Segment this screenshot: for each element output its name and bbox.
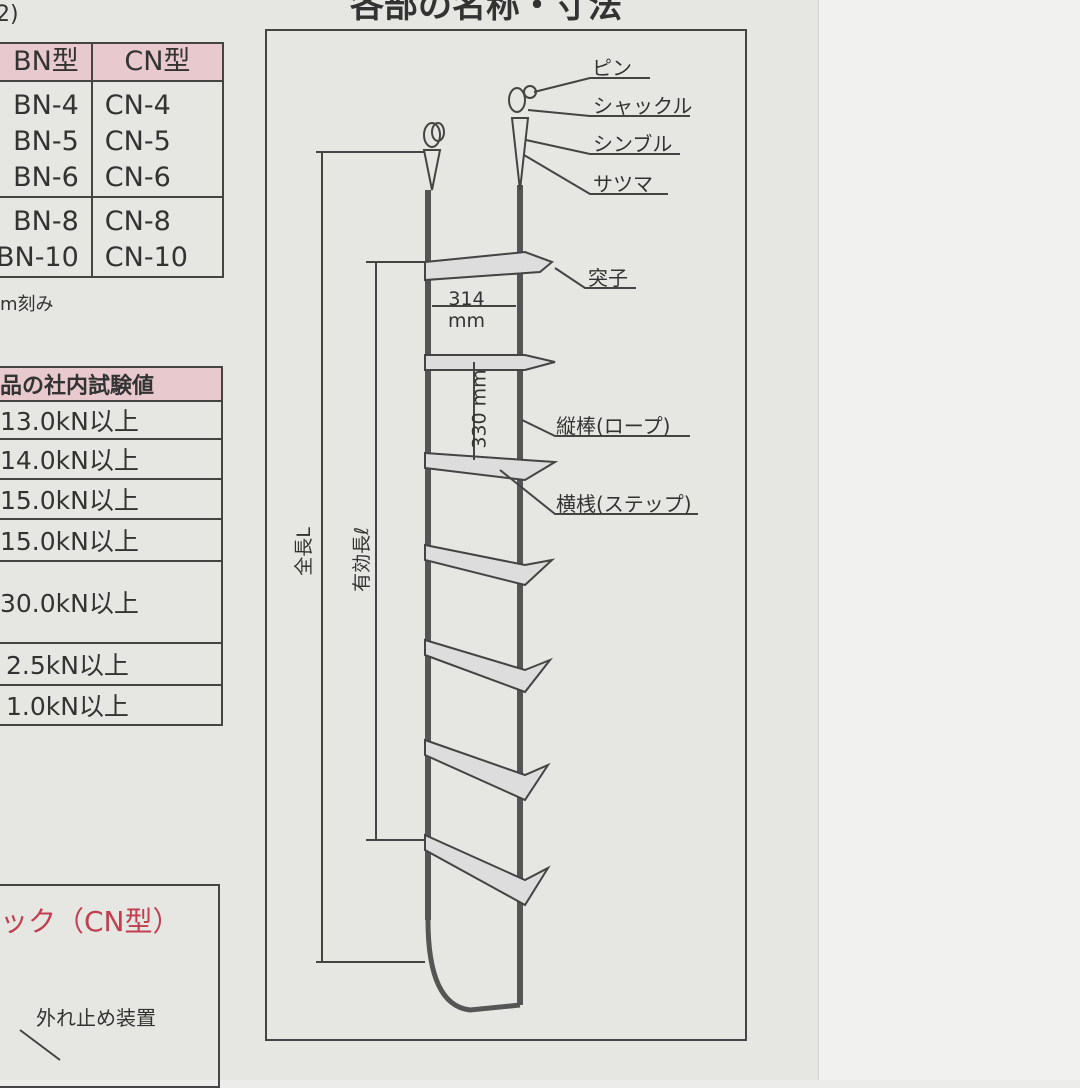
effective-length-label: 有効長ℓ xyxy=(350,527,373,592)
strength-value: 14.0kN以上 xyxy=(0,438,223,480)
model-note: m刻み xyxy=(0,294,54,315)
label-rope: 縦棒(ロープ) xyxy=(556,414,671,438)
section-title: 各部の名称・寸法 xyxy=(350,0,622,26)
latch-leader xyxy=(19,1029,61,1061)
label-step: 横桟(ステップ) xyxy=(556,492,692,516)
strength-value: 30.0kN以上 xyxy=(0,560,223,644)
strength-value: 2.5kN以上 xyxy=(0,642,223,686)
strength-table: 品の社内試験値 13.0kN以上 14.0kN以上 15.0kN以上 15.0k… xyxy=(0,366,223,726)
thimble-left xyxy=(422,149,442,191)
background-surface xyxy=(818,0,1080,1080)
steps xyxy=(424,250,559,907)
strength-value: 13.0kN以上 xyxy=(0,400,223,440)
shackle-left xyxy=(423,122,441,148)
diagram-frame xyxy=(265,29,747,1041)
label-pin: ピン xyxy=(592,56,632,80)
label-shackle: シャックル xyxy=(593,94,693,118)
pitch-label: 330 mm xyxy=(468,369,491,449)
label-thimble: シンブル xyxy=(593,132,673,156)
header-cn: CN型 xyxy=(90,42,225,82)
rope-loop xyxy=(425,919,521,1013)
shackle-right xyxy=(508,87,526,113)
strength-value: 15.0kN以上 xyxy=(0,478,223,520)
strength-value: 15.0kN以上 xyxy=(0,518,223,562)
hook-box-title: ック（CN型） xyxy=(0,905,181,938)
latch-label: 外れ止め装置 xyxy=(36,1006,156,1030)
thimble-right xyxy=(510,117,530,191)
label-satsuma: サツマ xyxy=(593,172,653,196)
total-length-label: 全長L xyxy=(292,527,315,576)
ladder-diagram xyxy=(19,29,747,1061)
label-projection: 突子 xyxy=(588,266,628,290)
top-fragment: 2) xyxy=(0,2,19,27)
strength-value: 1.0kN以上 xyxy=(0,684,223,726)
header-bn: BN型 xyxy=(0,42,93,82)
